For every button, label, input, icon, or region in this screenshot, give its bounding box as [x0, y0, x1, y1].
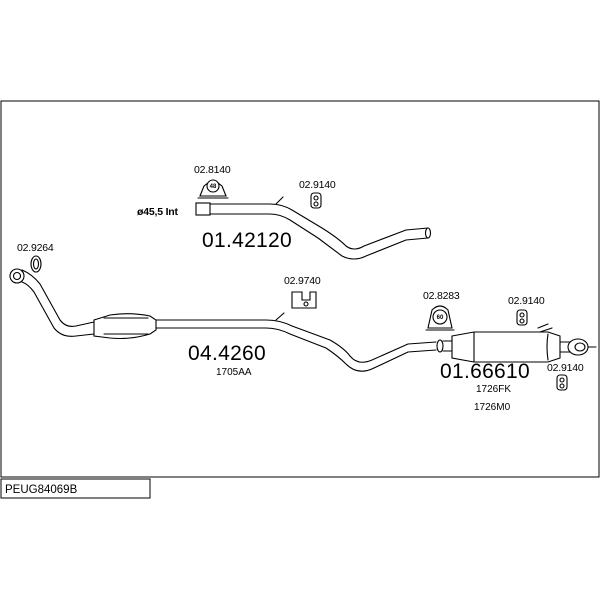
catalyst-pipe-alt-number: 1705AA — [216, 367, 252, 378]
rear-muffler-alt-number-2: 1726M0 — [474, 402, 511, 413]
rear-hanger-a-icon[interactable] — [516, 309, 528, 326]
rear-hanger-a-number: 02.9140 — [508, 295, 545, 307]
bracket-number: 02.9740 — [284, 275, 321, 287]
top-clamp-number: 02.8140 — [194, 164, 231, 176]
top-clamp-badge: 48 — [210, 184, 217, 190]
front-gasket-number: 02.9264 — [17, 242, 54, 254]
catalyst-pipe[interactable] — [9, 268, 437, 372]
rear-clamp-icon[interactable] — [425, 305, 455, 331]
top-hanger-icon[interactable] — [310, 192, 322, 209]
catalyst-pipe-number: 04.4260 — [188, 342, 266, 365]
rear-clamp-badge: 60 — [437, 315, 444, 321]
top-clamp-icon[interactable] — [197, 179, 229, 199]
rear-muffler[interactable] — [436, 323, 597, 363]
front-gasket-icon[interactable] — [30, 255, 42, 273]
rear-muffler-number: 01.66610 — [440, 360, 530, 383]
diagram-code: PEUG84069B — [5, 484, 78, 496]
code-box — [0, 478, 151, 499]
rear-muffler-alt-number-1: 1726FK — [476, 384, 511, 395]
rear-clamp-number: 02.8283 — [423, 290, 460, 302]
top-pipe[interactable] — [195, 196, 432, 260]
top-pipe-number: 01.42120 — [202, 229, 292, 252]
diagram-frame — [0, 100, 600, 478]
bracket-icon[interactable] — [291, 291, 317, 309]
top-pipe-diameter: ø45,5 Int — [137, 206, 178, 218]
rear-hanger-b-icon[interactable] — [556, 374, 568, 391]
rear-hanger-b-number: 02.9140 — [547, 362, 584, 374]
top-hanger-number: 02.9140 — [299, 179, 336, 191]
